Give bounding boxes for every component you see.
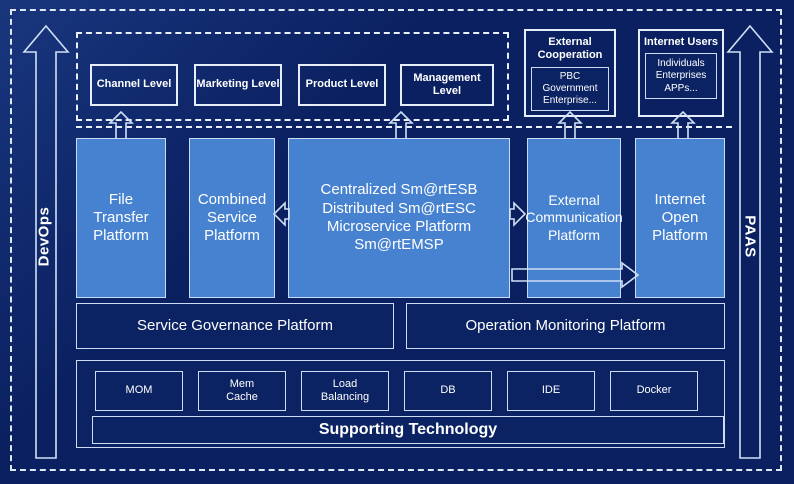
supporting-ide[interactable]: IDE (507, 371, 595, 411)
platform-centralized-esb[interactable]: Centralized Sm@rtESB Distributed Sm@rtES… (288, 138, 510, 298)
level-label-product: Product Level (305, 78, 379, 91)
supporting-mem-cache[interactable]: Mem Cache (198, 371, 286, 411)
supporting-db[interactable]: DB (404, 371, 492, 411)
platform-combined-service[interactable]: Combined Service Platform (189, 138, 275, 298)
service-governance-platform[interactable]: Service Governance Platform (76, 303, 394, 349)
uplink-arrow-centralized (388, 110, 414, 140)
internet-users-title: Internet Users (644, 36, 718, 48)
level-label-management: Management Level (413, 71, 481, 97)
supporting-docker[interactable]: Docker (610, 371, 698, 411)
platform-file-transfer[interactable]: File Transfer Platform (76, 138, 166, 298)
business-level-group (76, 32, 509, 121)
external-cooperation-card[interactable]: External Cooperation PBC Government Ente… (524, 29, 616, 117)
uplink-arrow-internet-open (670, 110, 696, 140)
level-box-channel[interactable]: Channel Level (90, 64, 178, 106)
arrow-esb-to-internet-open (511, 261, 640, 289)
devops-arrow (22, 24, 70, 459)
level-box-product[interactable]: Product Level (298, 64, 386, 106)
external-cooperation-title: External Cooperation (537, 36, 603, 62)
operation-monitoring-platform[interactable]: Operation Monitoring Platform (406, 303, 725, 349)
arrow-right-to-external-comm (509, 201, 527, 227)
arrow-left-to-combined (272, 201, 290, 227)
platform-layer-separator (76, 126, 732, 128)
level-label-marketing: Marketing Level (196, 78, 280, 91)
level-box-management[interactable]: Management Level (400, 64, 494, 106)
supporting-load-balancing[interactable]: Load Balancing (301, 371, 389, 411)
platform-external-communication[interactable]: External Communication Platform (525, 138, 623, 298)
devops-label: DevOps (35, 206, 53, 267)
internet-users-detail: Individuals Enterprises APPs... (645, 53, 717, 100)
supporting-technology-bar[interactable]: Supporting Technology (92, 416, 724, 444)
paas-arrow (726, 24, 774, 459)
level-box-marketing[interactable]: Marketing Level (194, 64, 282, 106)
uplink-arrow-external-comm (557, 110, 583, 140)
level-label-channel: Channel Level (96, 78, 172, 91)
uplink-arrow-channel (108, 110, 134, 140)
supporting-mom[interactable]: MOM (95, 371, 183, 411)
external-cooperation-detail: PBC Government Enterprise... (531, 66, 609, 111)
paas-label: PAAS (741, 215, 759, 258)
internet-users-card[interactable]: Internet Users Individuals Enterprises A… (638, 29, 724, 117)
platform-internet-open[interactable]: Internet Open Platform (635, 138, 725, 298)
